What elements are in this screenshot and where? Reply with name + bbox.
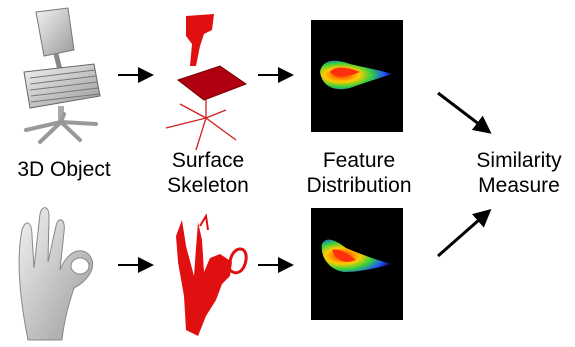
label-feature-distribution-line2: Distribution [298, 173, 420, 198]
label-3d-object: 3D Object [6, 157, 122, 182]
label-feature-distribution-line1: Feature [298, 148, 420, 173]
label-surface-skeleton-line1: Surface [156, 148, 260, 173]
label-similarity-measure: Similarity Measure [466, 148, 572, 198]
feature-heatmap-top [311, 20, 403, 132]
hand-skeleton-icon [176, 216, 246, 336]
label-surface-skeleton-line2: Skeleton [156, 173, 260, 198]
label-similarity-measure-line1: Similarity [466, 148, 572, 173]
label-feature-distribution: Feature Distribution [298, 148, 420, 198]
label-similarity-measure-line2: Measure [466, 173, 572, 198]
hand-model-icon [19, 208, 92, 340]
arrow-top-to-similarity [438, 93, 488, 131]
arrow-bottom-to-similarity [438, 212, 488, 256]
label-3d-object-text: 3D Object [17, 158, 110, 181]
chair-model-icon [24, 8, 100, 142]
feature-heatmap-bottom [311, 208, 403, 320]
chair-skeleton-icon [166, 14, 246, 150]
label-surface-skeleton: Surface Skeleton [156, 148, 260, 198]
